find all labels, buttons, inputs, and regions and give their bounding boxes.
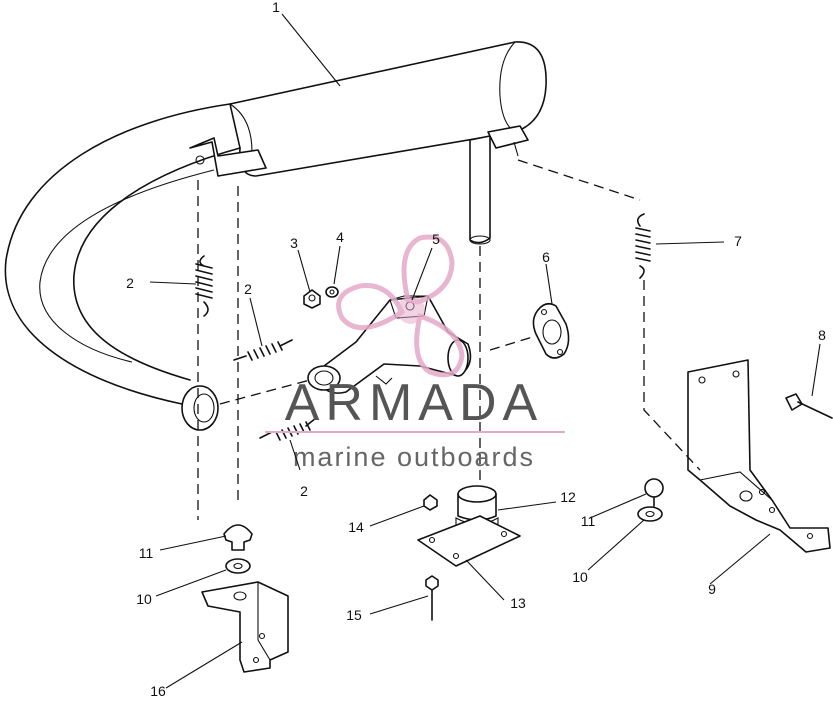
bolt: [785, 393, 833, 419]
washer-small: [325, 286, 339, 298]
nut: [303, 289, 321, 309]
callout-14: 14: [348, 519, 364, 535]
callout-7: 7: [734, 233, 742, 249]
isolator-mount: [455, 485, 499, 536]
callout-labels: 1 2 2 2 3 4 5 6 7 8 9 10 10 11 11 12 13 …: [126, 0, 826, 699]
callout-9: 9: [708, 581, 716, 597]
leader-lines: [149, 13, 821, 689]
screw: [425, 575, 439, 621]
callout-15: 15: [346, 607, 362, 623]
callout-10-left: 10: [136, 591, 152, 607]
callout-2-middle: 2: [244, 281, 252, 297]
spring-middle-upper: [233, 339, 293, 361]
knob-right: [644, 478, 664, 507]
washer-right: [637, 506, 663, 522]
lower-bracket: [201, 581, 289, 673]
callout-13: 13: [510, 595, 526, 611]
callout-4: 4: [336, 229, 344, 245]
callout-6: 6: [542, 249, 550, 265]
gasket: [532, 302, 570, 359]
callout-11-right: 11: [581, 513, 596, 529]
callout-2-bottom: 2: [300, 483, 308, 499]
callout-1: 1: [272, 0, 280, 15]
callout-2-left: 2: [126, 275, 134, 291]
callout-16: 16: [150, 683, 166, 699]
spring-left-vertical: [195, 255, 213, 317]
callout-11-left: 11: [139, 545, 154, 561]
spring-right: [635, 213, 651, 279]
callout-10-right: 10: [572, 569, 588, 585]
small-nut: [423, 494, 438, 511]
watermark-subtitle: marine outboards: [293, 442, 535, 472]
washer-left: [225, 558, 251, 574]
callout-3: 3: [290, 235, 298, 251]
alignment-lines: [197, 159, 701, 520]
watermark-title: ARMADA: [285, 374, 543, 432]
callout-8: 8: [818, 327, 826, 343]
watermark-logo: [336, 234, 465, 378]
callout-5: 5: [432, 231, 440, 247]
muffler-assembly: [4, 41, 547, 431]
callout-12: 12: [560, 489, 576, 505]
grommet-left: [223, 524, 253, 551]
mounting-bracket: [687, 359, 831, 553]
mount-plate: [417, 515, 521, 567]
